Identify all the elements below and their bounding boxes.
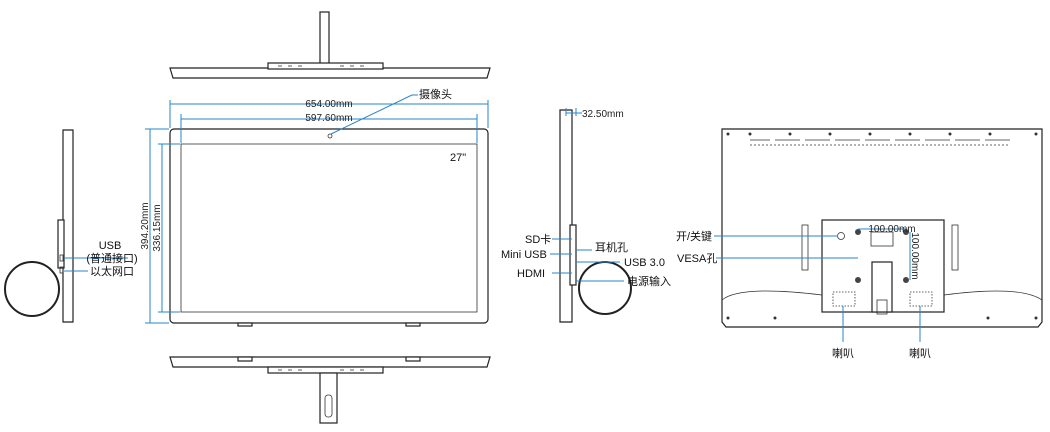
height-outer-dimension: 394.20mm bbox=[140, 202, 151, 249]
width-outer-dimension: 654.00mm bbox=[305, 99, 352, 110]
power-input-label: 电源输入 bbox=[627, 274, 671, 288]
vesa-vertical-dimension: 100.00mm bbox=[909, 232, 920, 279]
width-inner-dimension: 597.60mm bbox=[305, 113, 352, 124]
earphone-label: 耳机孔 bbox=[595, 240, 628, 254]
mini-usb-label: Mini USB bbox=[501, 249, 547, 261]
top-view bbox=[169, 11, 491, 79]
speaker-right-label: 喇叭 bbox=[909, 346, 931, 360]
vesa-hole-label: VESA孔 bbox=[677, 252, 717, 265]
camera-icon bbox=[327, 133, 333, 139]
screen-size-label: 27" bbox=[450, 152, 466, 164]
usb-sub-label: (普通接口) bbox=[86, 251, 137, 265]
sd-card-label: SD卡 bbox=[525, 233, 551, 246]
speaker-left-label: 喇叭 bbox=[832, 346, 854, 360]
ethernet-label: 以太网口 bbox=[90, 265, 134, 278]
bottom-view bbox=[169, 356, 491, 424]
left-side-view: USB (普通接口) 以太网口 bbox=[4, 129, 138, 323]
depth-dimension: 32.50mm bbox=[582, 109, 624, 120]
hdmi-label: HDMI bbox=[517, 268, 545, 280]
usb3-label: USB 3.0 bbox=[624, 257, 665, 269]
vesa-horizontal-dimension: 100.00mm bbox=[868, 224, 915, 235]
usb-label: USB bbox=[99, 240, 122, 252]
front-view: 27" 654.00mm 597.60mm 摄像头 394.20mm 336.1… bbox=[140, 87, 489, 327]
rear-view: 100.00mm 100.00mm 开/关键 VESA孔 喇叭 喇叭 bbox=[676, 128, 1043, 360]
power-switch-label: 开/关键 bbox=[676, 229, 712, 243]
right-side-view: 32.50mm SD卡 Mini USB HDMI 耳机孔 USB 3.0 电源… bbox=[501, 108, 671, 323]
height-inner-dimension: 336.15mm bbox=[152, 204, 163, 251]
camera-label: 摄像头 bbox=[419, 87, 452, 101]
